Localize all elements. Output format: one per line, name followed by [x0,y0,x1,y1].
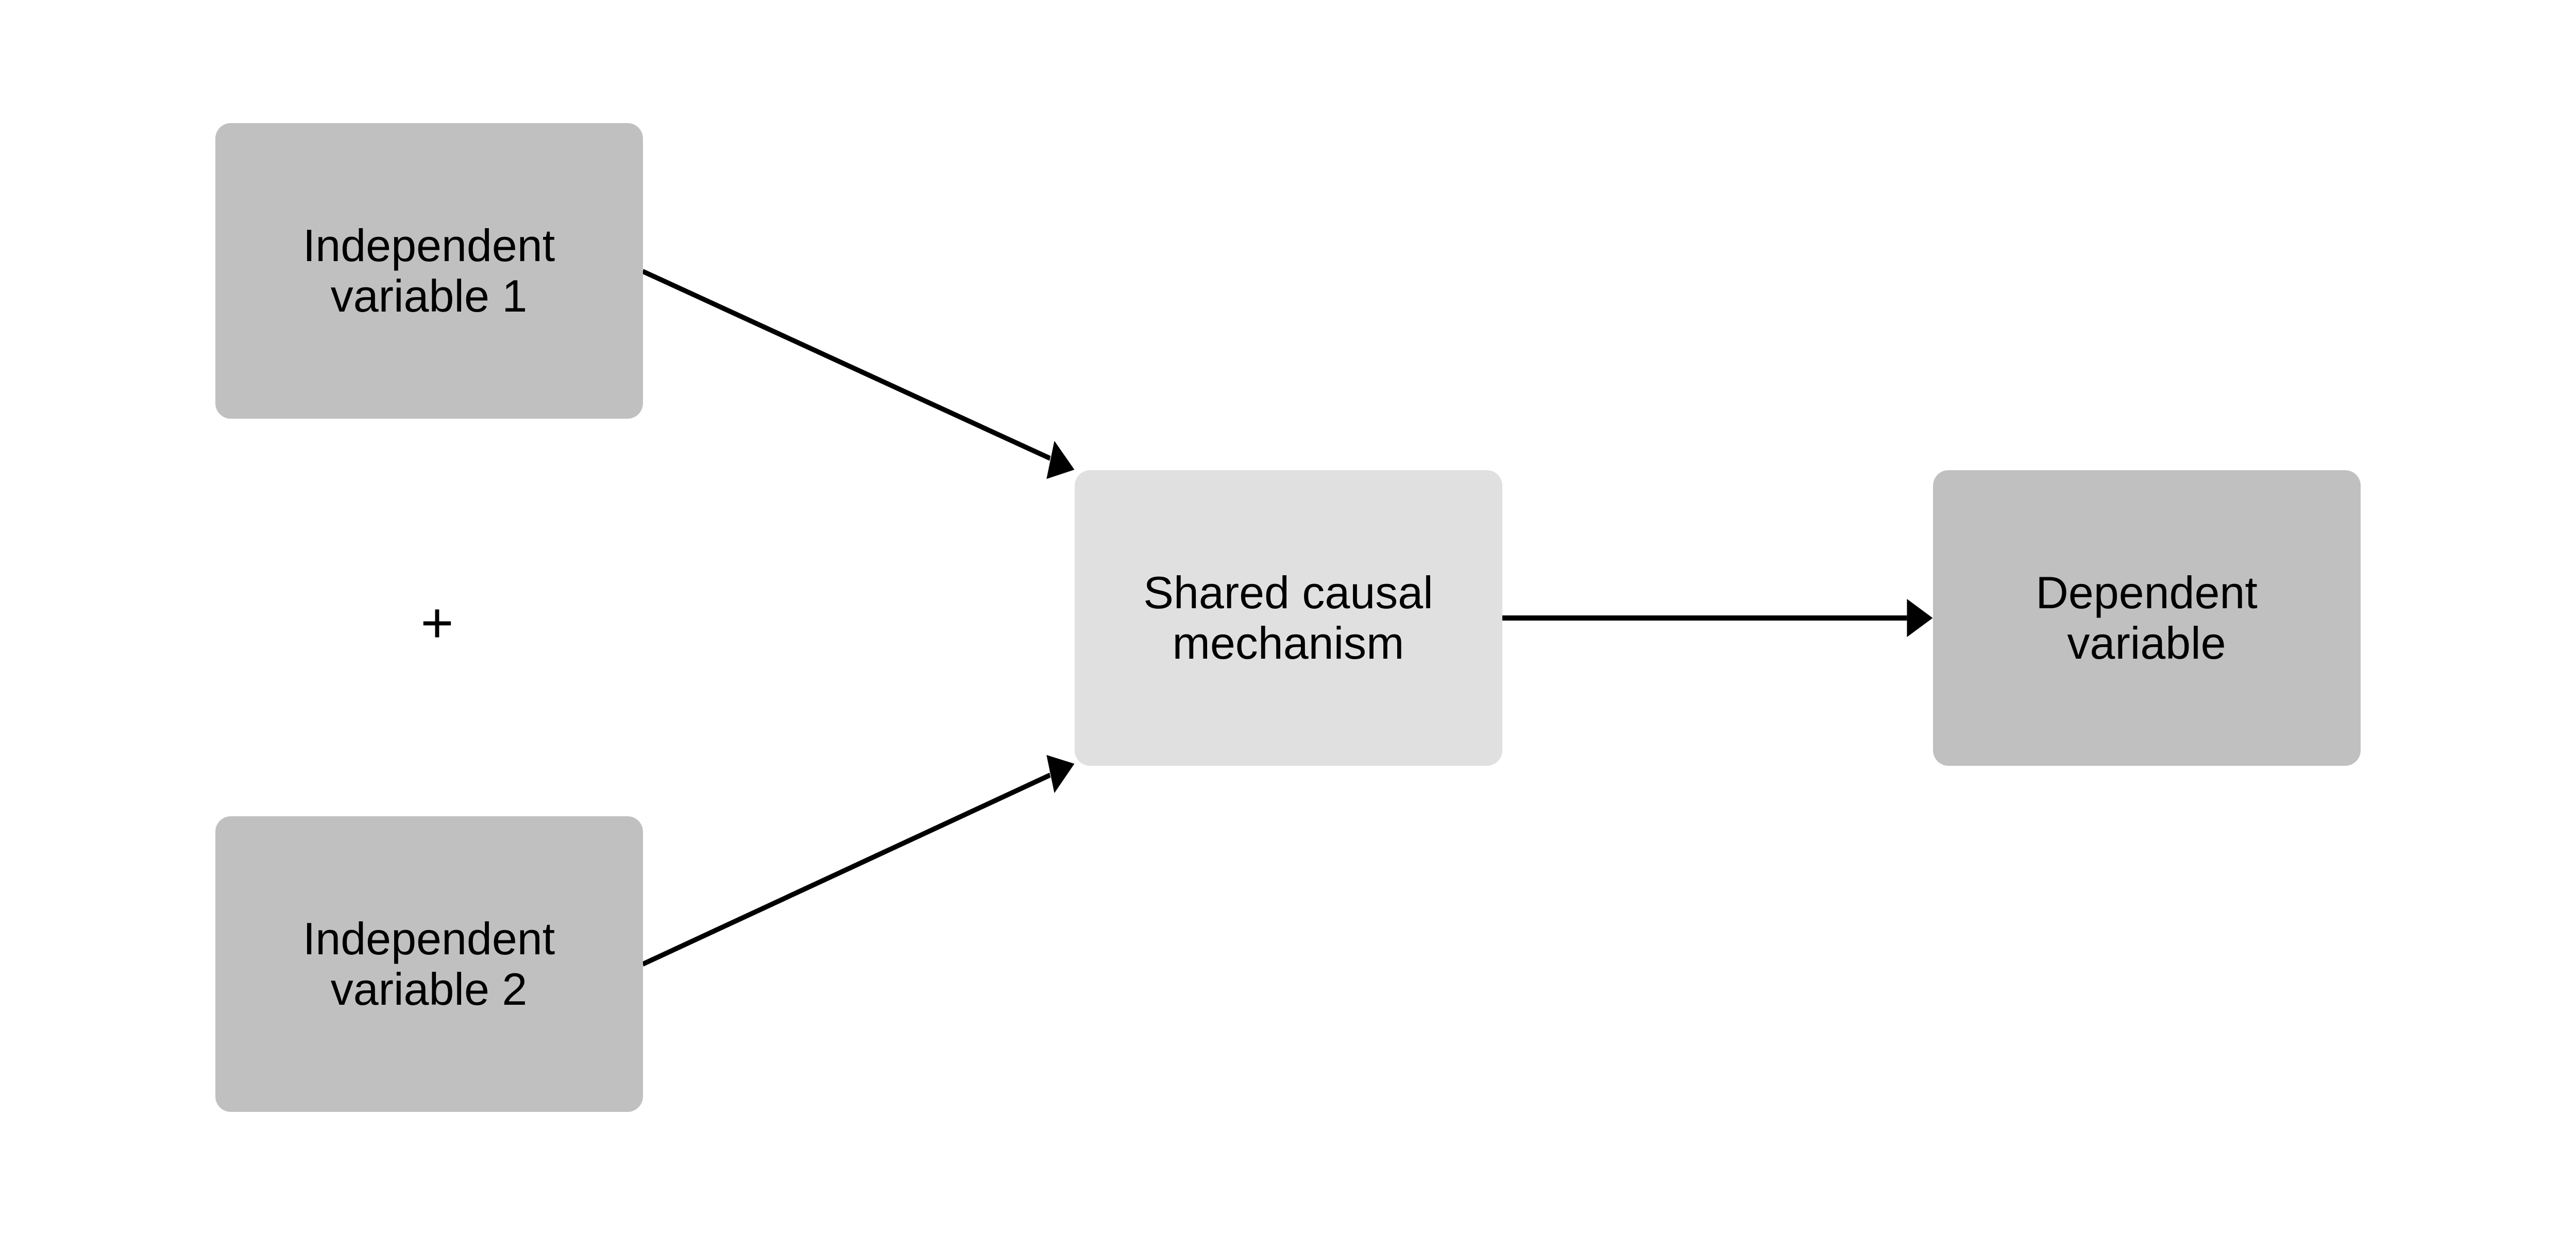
edge-iv2-to-mechanism [642,772,1051,967]
arrowhead-icon [1046,755,1075,793]
plus-operator: + [420,591,454,655]
node-independent-variable-1: Independent variable 1 [215,123,643,419]
arrowhead-icon [1907,599,1933,637]
node-independent-variable-2: Independent variable 2 [215,816,643,1112]
node-dependent-variable: Dependent variable [1933,470,2361,766]
edge-iv1-to-mechanism [642,269,1051,461]
node-shared-causal-mechanism: Shared causal mechanism [1074,470,1502,766]
arrowhead-icon [1046,441,1075,479]
